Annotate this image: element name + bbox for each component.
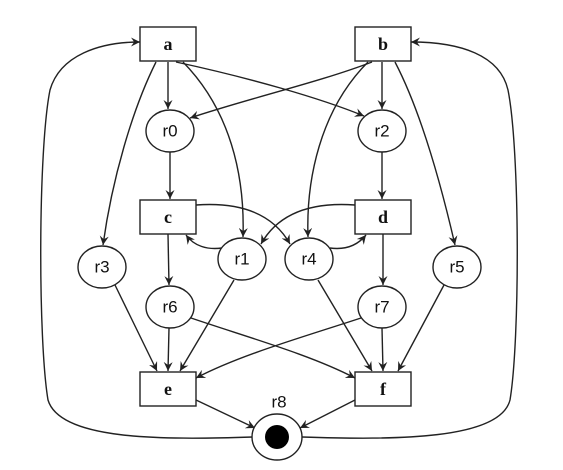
place-r3: r3: [77, 245, 127, 289]
place-circle-r2: [357, 109, 407, 153]
arc-e-to-r8: [195, 399, 256, 429]
arc-r8-to-b: [301, 37, 518, 439]
place-r2: r2: [357, 109, 407, 153]
arc-r6-to-e: [163, 327, 173, 372]
arc-r4-to-f: [317, 279, 373, 372]
arc-r8-to-a: [40, 37, 254, 439]
place-circle-r3: [77, 245, 127, 289]
place-r0: r0: [145, 109, 195, 153]
place-circle-r5: [432, 245, 482, 289]
place-r1: r1: [217, 237, 267, 281]
place-label-r8: r8: [271, 393, 286, 412]
nodes-layer: a b c d e f r0 r1 r2 r3 r4 r5 r6 r7 r8: [77, 26, 482, 461]
place-r8: r8: [251, 393, 303, 461]
transition-box-f: [354, 371, 412, 407]
place-circle-r6: [145, 285, 195, 329]
transition-box-b: [354, 26, 412, 62]
arc-r4-to-d: [329, 234, 367, 250]
place-label-r1: r1: [234, 250, 249, 269]
transition-box-a: [139, 26, 197, 62]
token-r8: [265, 425, 289, 449]
arc-f-to-r8: [299, 399, 356, 429]
place-r7: r7: [357, 285, 407, 329]
transition-a: a: [139, 26, 197, 62]
place-label-r0: r0: [162, 122, 177, 141]
place-label-r2: r2: [374, 122, 389, 141]
transition-c: c: [139, 199, 197, 235]
transition-label-e: e: [164, 379, 172, 399]
transition-label-a: a: [164, 34, 173, 54]
arc-r1-to-e: [179, 279, 235, 372]
place-circle-r1: [217, 237, 267, 281]
transition-label-c: c: [164, 207, 172, 227]
place-circle-r7: [357, 285, 407, 329]
transition-box-c: [139, 199, 197, 235]
arc-r1-to-c: [185, 234, 223, 250]
arc-r6-to-f: [190, 317, 356, 379]
transition-f: f: [354, 371, 412, 407]
transition-box-d: [354, 199, 412, 235]
place-circle-r0: [145, 109, 195, 153]
place-circle-r4: [284, 237, 334, 281]
place-label-r3: r3: [94, 258, 109, 277]
place-r5: r5: [432, 245, 482, 289]
arc-b-to-r4: [303, 61, 369, 238]
arc-c-to-r6: [164, 233, 174, 286]
place-label-r6: r6: [162, 298, 177, 317]
arc-a-to-r1: [182, 61, 248, 238]
arc-a-to-r3: [99, 61, 157, 246]
arc-r7-to-f: [378, 327, 388, 372]
place-label-r4: r4: [301, 250, 316, 269]
place-r6: r6: [145, 285, 195, 329]
arc-b-to-r5: [394, 61, 458, 246]
transition-b: b: [354, 26, 412, 62]
transition-box-e: [139, 371, 197, 407]
transition-label-d: d: [378, 207, 388, 227]
arc-r3-to-e: [114, 284, 158, 372]
transition-d: d: [354, 199, 412, 235]
arc-d-to-r1: [260, 203, 356, 245]
place-label-r7: r7: [374, 298, 389, 317]
arc-b-to-r0: [189, 61, 373, 120]
transition-e: e: [139, 371, 197, 407]
place-r4: r4: [284, 237, 334, 281]
arc-c-to-r4: [195, 203, 291, 245]
place-label-r5: r5: [449, 258, 464, 277]
arcs-layer: [40, 37, 518, 439]
transition-label-b: b: [378, 34, 388, 54]
transition-label-f: f: [380, 379, 387, 399]
arc-r5-to-f: [397, 284, 445, 372]
arc-r7-to-e: [195, 317, 362, 379]
arc-a-to-r2: [175, 61, 365, 117]
